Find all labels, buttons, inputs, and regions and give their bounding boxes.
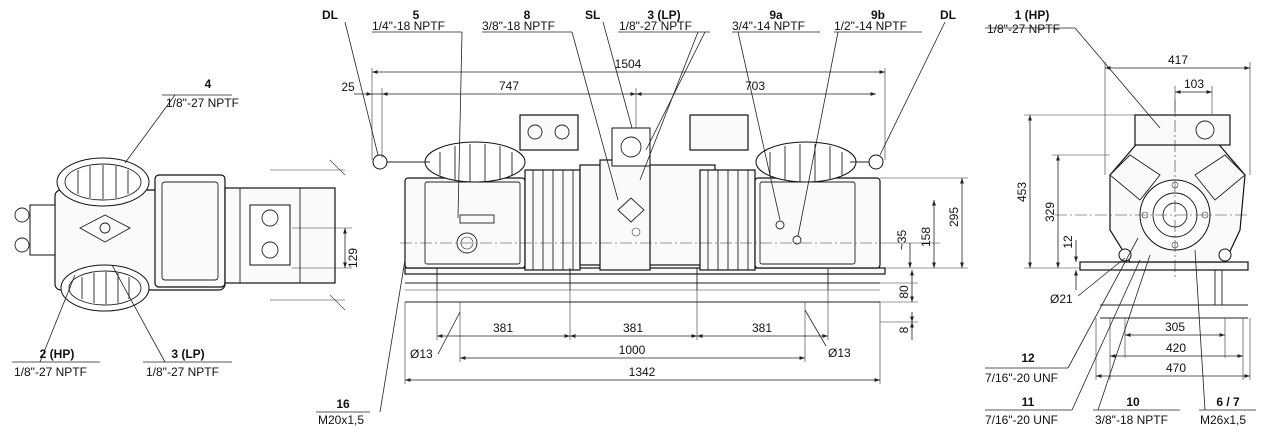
callout-16-thread: M20x1,5 [318, 413, 364, 427]
callout-dl-right: DL [940, 8, 956, 22]
callout-2hp-number: 2 (HP) [40, 347, 75, 361]
callout-4-number: 4 [205, 77, 212, 91]
callout-11-thread: 7/16"-20 UNF [985, 413, 1058, 427]
dim-329: 329 [1043, 202, 1057, 222]
dim-12: 12 [1061, 235, 1075, 249]
callout-9b-number: 9b [871, 8, 885, 22]
callout-5-thread: 1/4"-18 NPTF [372, 19, 445, 33]
dim-dia13-left: Ø13 [410, 347, 433, 361]
callout-6-7-thread: M26x1,5 [1200, 413, 1246, 427]
callout-3lp-bottom-number: 3 (LP) [171, 347, 204, 361]
dim-747: 747 [499, 79, 519, 93]
callout-1hp-thread: 1/8"-27 NPTF [987, 22, 1060, 36]
dim-305: 305 [1165, 320, 1185, 334]
callout-1hp-number: 1 (HP) [1015, 8, 1050, 22]
dim-295: 295 [947, 207, 961, 227]
callout-dl-left: DL [322, 8, 338, 22]
dim-25: 25 [341, 80, 355, 94]
callout-3lp-top-thread: 1/8"-27 NPTF [619, 19, 692, 33]
dim-420: 420 [1166, 341, 1186, 355]
dim-453: 453 [1015, 182, 1029, 202]
callout-9b-thread: 1/2"-14 NPTF [834, 19, 907, 33]
dim-703: 703 [745, 79, 765, 93]
dim-80: 80 [897, 285, 911, 299]
dim-1342: 1342 [629, 365, 656, 379]
dim-dia21: Ø21 [1050, 292, 1073, 306]
callout-4-thread: 1/8"-27 NPTF [166, 96, 239, 110]
callout-16-number: 16 [336, 397, 350, 411]
dim-8: 8 [897, 326, 911, 333]
callout-12-number: 12 [1021, 351, 1035, 365]
callout-2hp-thread: 1/8"-27 NPTF [14, 365, 87, 379]
dim-1000: 1000 [619, 343, 646, 357]
dim-417: 417 [1168, 53, 1188, 67]
callout-3lp-top-number: 3 (LP) [647, 8, 680, 22]
callout-10-thread: 3/8"-18 NPTF [1095, 413, 1168, 427]
callout-9a-thread: 3/4"-14 NPTF [732, 19, 805, 33]
callout-sl: SL [585, 8, 600, 22]
callout-5-number: 5 [413, 8, 420, 22]
dim-381-left: 381 [493, 321, 513, 335]
dim-129: 129 [346, 248, 360, 268]
callout-9a-number: 9a [769, 8, 783, 22]
top-view: 129 4 1/8"-27 NPTF 2 (HP) 1/8"-27 NPTF 3… [12, 77, 360, 379]
dim-381-right: 381 [752, 321, 772, 335]
dim-dia13-right: Ø13 [828, 346, 851, 360]
callout-3lp-bottom-thread: 1/8"-27 NPTF [146, 365, 219, 379]
callout-8-number: 8 [524, 8, 531, 22]
dim-1504: 1504 [615, 57, 642, 71]
callout-8-thread: 3/8"-18 NPTF [482, 19, 555, 33]
callout-12-thread: 7/16"-20 UNF [985, 371, 1058, 385]
callout-10-number: 10 [1126, 395, 1140, 409]
dim-103: 103 [1184, 77, 1204, 91]
dim-381-center: 381 [623, 321, 643, 335]
side-view: 1504 25 747 703 295 158 ~35 80 8 [316, 8, 968, 427]
dim-35: ~35 [895, 229, 909, 250]
dim-158: 158 [919, 227, 933, 247]
callout-6-7-number: 6 / 7 [1216, 395, 1240, 409]
end-view: 417 103 453 329 12 Ø21 305 420 470 [985, 8, 1256, 427]
callout-11-number: 11 [1022, 395, 1035, 409]
dim-470: 470 [1166, 361, 1186, 375]
